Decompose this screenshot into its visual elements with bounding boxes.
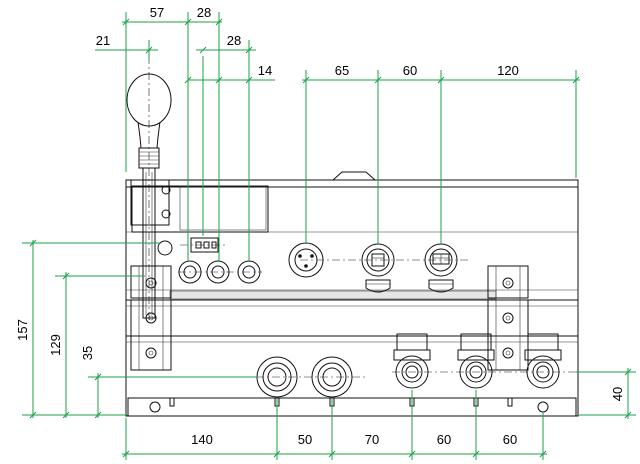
indicator-lamp (157, 240, 173, 256)
dim-65: 65 (335, 63, 349, 78)
dim-60-top: 60 (403, 63, 417, 78)
dim-60-bottom-2: 60 (503, 432, 517, 447)
bottom-fixings (149, 397, 549, 413)
dim-28-lower: 28 (227, 33, 241, 48)
dim-40: 40 (610, 387, 625, 401)
dim-28-upper: 28 (197, 5, 211, 20)
dim-21: 21 (96, 33, 110, 48)
din-rail (169, 290, 497, 300)
dim-14: 14 (258, 63, 272, 78)
dim-35: 35 (80, 346, 95, 360)
upper-cover-panel (131, 185, 269, 233)
dimension-labels: 57 28 28 21 14 65 60 120 157 129 35 40 1… (15, 5, 625, 447)
dim-129: 129 (48, 334, 63, 356)
dim-120: 120 (497, 63, 519, 78)
dimension-lines (22, 12, 636, 460)
network-connector-1 (361, 243, 395, 293)
dim-50: 50 (298, 432, 312, 447)
dim-157: 157 (15, 319, 30, 341)
dim-70: 70 (365, 432, 379, 447)
right-mounting-clamp (487, 265, 529, 371)
dim-60-bottom-1: 60 (437, 432, 451, 447)
left-mounting-clamp (130, 265, 172, 371)
network-connector-2 (424, 243, 458, 293)
centerlines (178, 244, 578, 378)
dim-140: 140 (191, 432, 213, 447)
dim-57: 57 (150, 5, 164, 20)
